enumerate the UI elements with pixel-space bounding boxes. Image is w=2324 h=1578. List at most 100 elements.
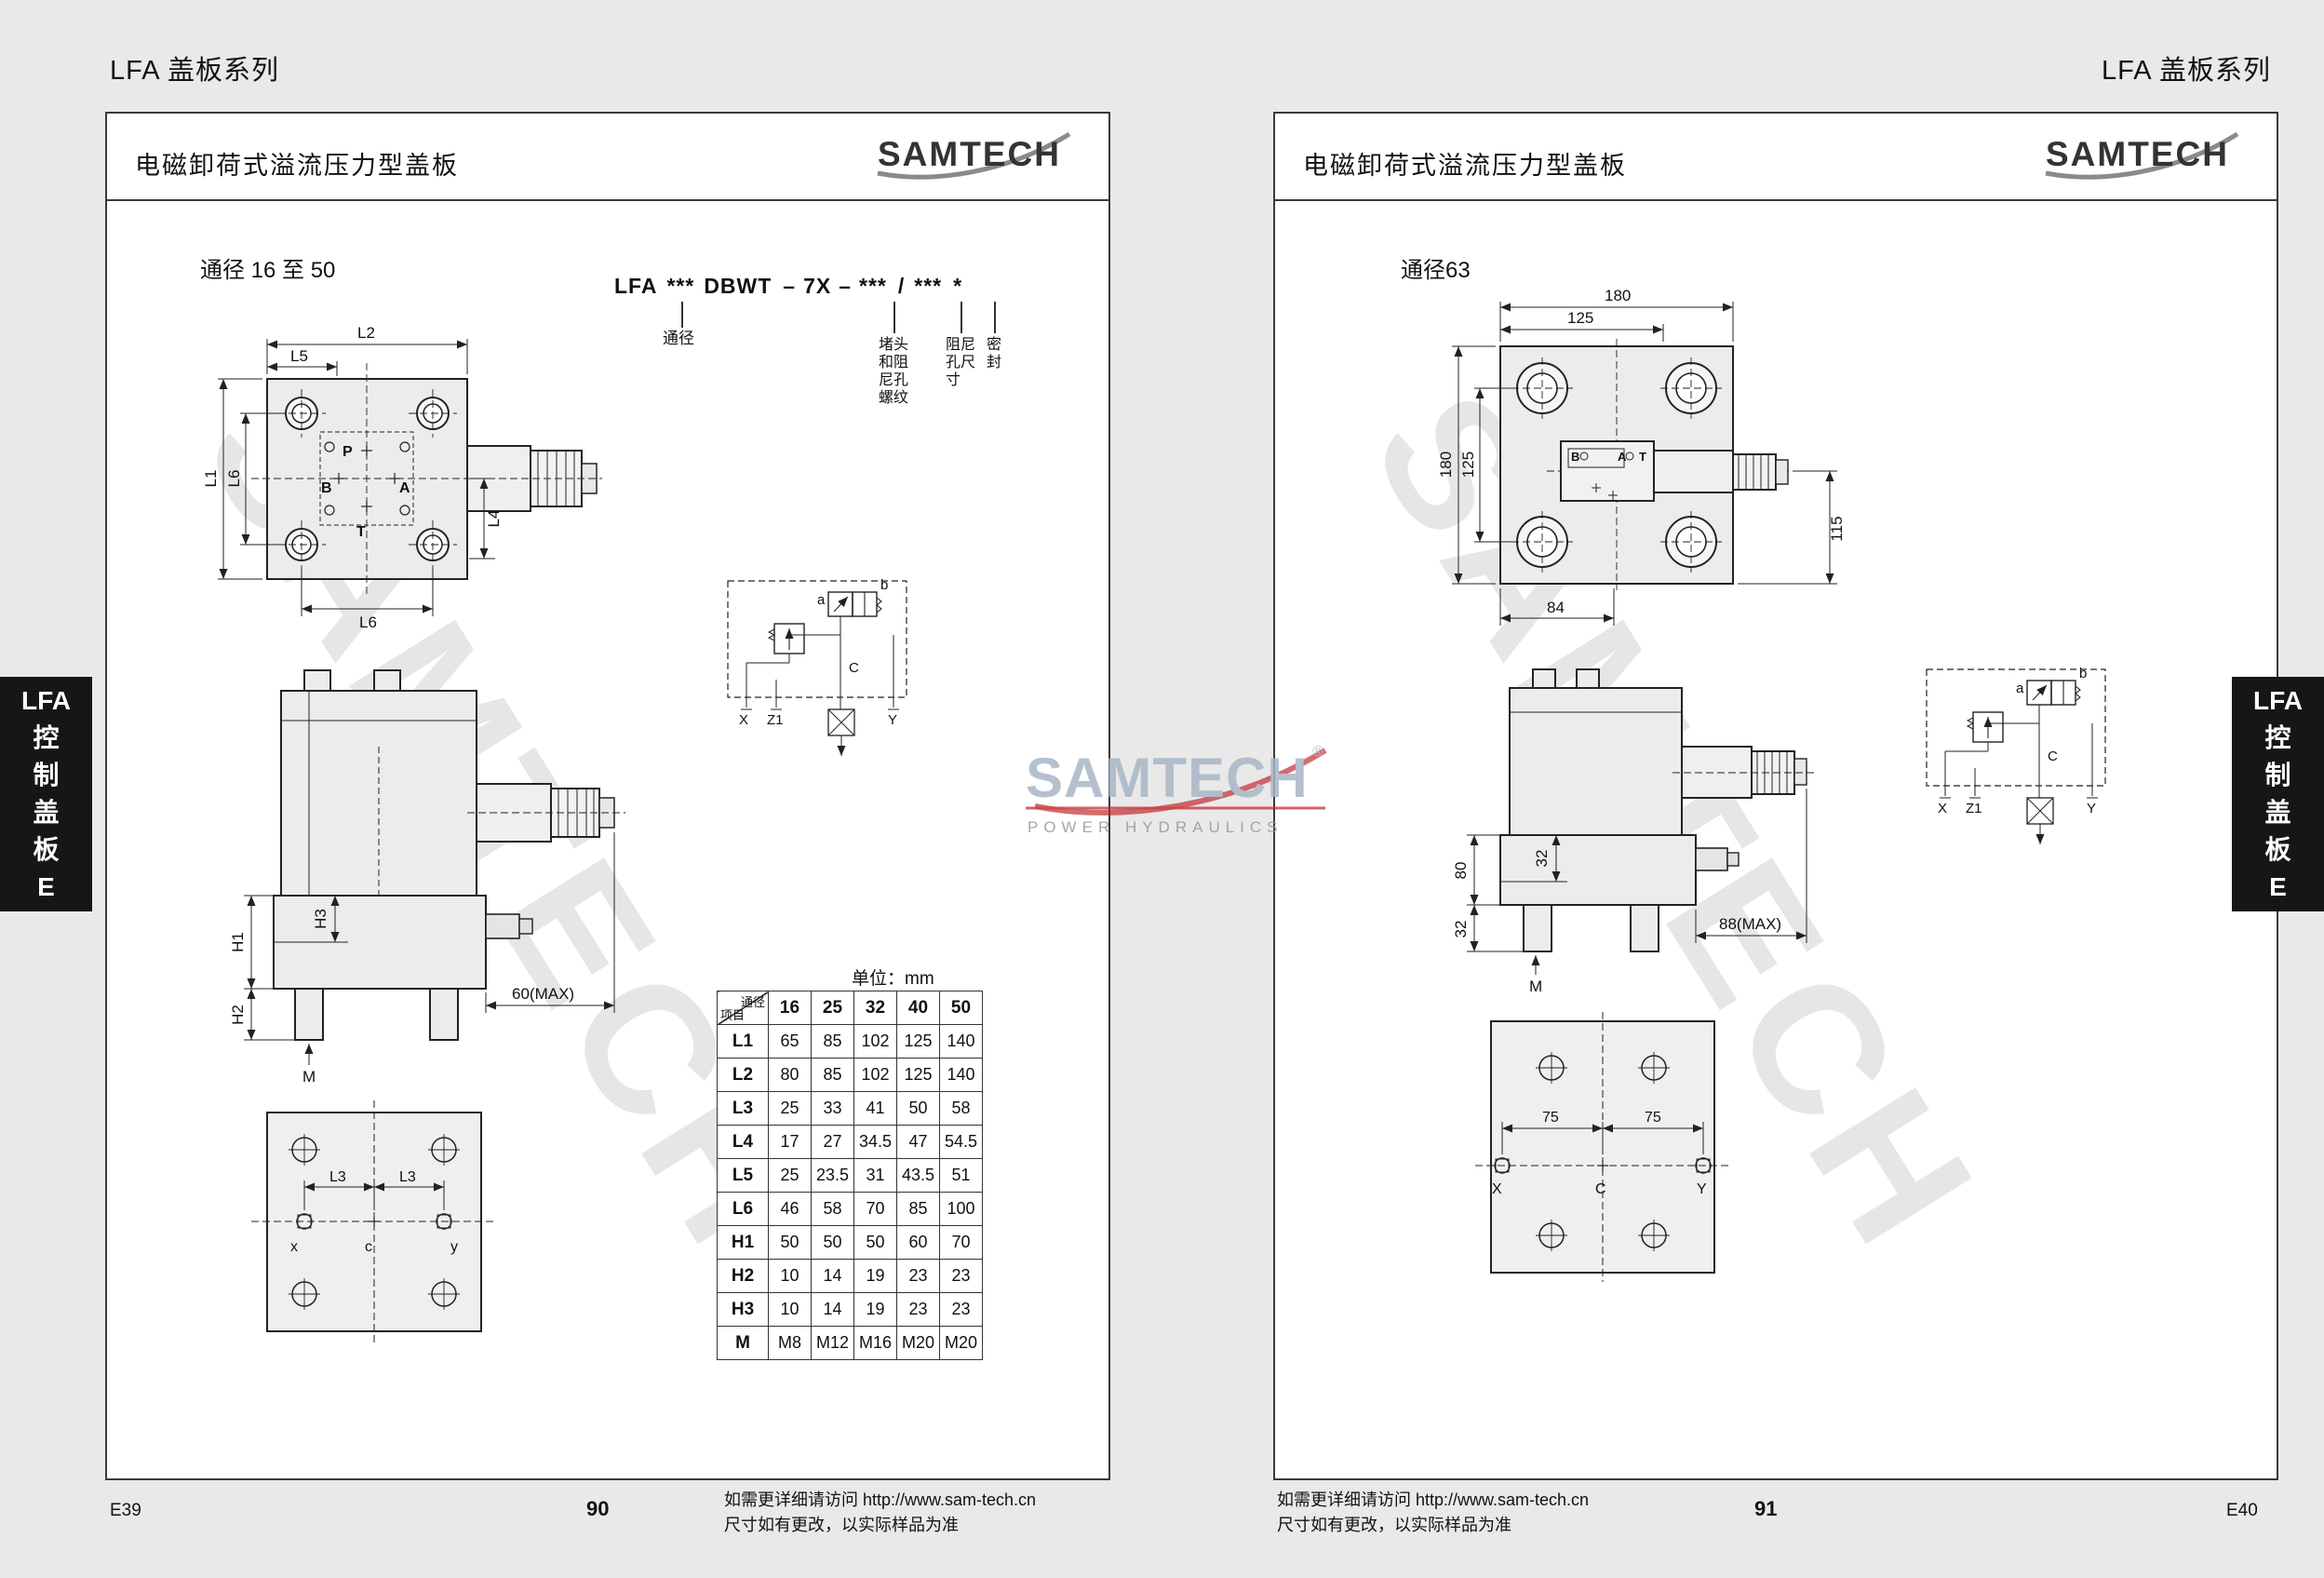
table-cell: 19	[853, 1292, 897, 1327]
bottom-view-drawing: 75 75 X C Y	[1475, 1012, 1730, 1282]
left-page-drawings: L2 L5 L1 L6 L4 L6 P B A T	[202, 324, 907, 1342]
dim-label: 88(MAX)	[1719, 915, 1781, 933]
tab-line: 板	[2264, 835, 2291, 864]
table-row: L4 17 27 34.5 47 54.5	[717, 1125, 983, 1159]
dim-label: 180	[1605, 287, 1631, 304]
top-view-drawing: L2 L5 L1 L6 L4 L6 P B A T	[202, 324, 602, 631]
label-line: 和阻	[879, 355, 909, 371]
dim-label: M	[302, 1068, 316, 1086]
table-cell: 23	[939, 1259, 983, 1293]
label-line: 尼孔	[879, 372, 909, 388]
table-cell: 65	[768, 1024, 812, 1059]
port-label: c	[365, 1239, 372, 1255]
dim-label: H3	[312, 909, 329, 929]
dim-label: L4	[485, 510, 503, 528]
dimension-table: 通径项目 16 25 32 40 50 L1 65 85 102 125 140…	[717, 991, 983, 1360]
leader-line	[960, 302, 962, 333]
page-number-left: 90	[586, 1497, 610, 1520]
bottom-view-drawing: L3 L3 x c y	[251, 1100, 497, 1342]
table-cell: 47	[896, 1125, 940, 1159]
col-header: 40	[896, 991, 940, 1025]
row-label: L1	[717, 1024, 769, 1059]
col-header: 50	[939, 991, 983, 1025]
tab-line: LFA	[2253, 686, 2303, 715]
table-cell: 50	[768, 1225, 812, 1260]
row-label: H3	[717, 1292, 769, 1327]
leader-line	[681, 302, 683, 328]
footer-notes-left: 如需更详细请访问 http://www.sam-tech.cn 尺寸如有更改，以…	[724, 1488, 1036, 1538]
port-label: X	[1492, 1181, 1502, 1197]
dim-label: L3	[399, 1169, 416, 1185]
code-label-seal: 密 封	[987, 336, 1001, 371]
table-cell: 140	[939, 1024, 983, 1059]
footer-note-line: 尺寸如有更改，以实际样品为准	[1277, 1516, 1511, 1534]
table-cell: 14	[811, 1259, 854, 1293]
samtech-logo-text: SAMTECH	[878, 135, 1061, 173]
table-cell: 102	[853, 1024, 897, 1059]
table-cell: 23	[896, 1259, 940, 1293]
row-label: L2	[717, 1058, 769, 1092]
port-label: T	[1639, 450, 1646, 464]
side-view-drawing: 32 80 32 M 88(MAX)	[1452, 668, 1817, 995]
table-cell: 50	[811, 1225, 854, 1260]
header-divider	[1275, 199, 2277, 201]
table-cell: 46	[768, 1192, 812, 1226]
schematic-label: a	[2016, 681, 2024, 696]
dim-label: L1	[202, 470, 220, 488]
tab-line: 控	[2264, 723, 2291, 752]
port-label: C	[1595, 1181, 1606, 1197]
col-header: 32	[853, 991, 897, 1025]
table-row: H1 50 50 50 60 70	[717, 1225, 983, 1260]
schematic-label: a	[817, 592, 826, 608]
code-part: /	[897, 274, 906, 298]
table-cell: M20	[939, 1326, 983, 1360]
row-label: M	[717, 1326, 769, 1360]
code-part: 7X	[803, 274, 832, 298]
table-cell: 14	[811, 1292, 854, 1327]
table-cell: 125	[896, 1058, 940, 1092]
table-cell: 25	[768, 1091, 812, 1126]
dim-label: H1	[229, 932, 247, 952]
tab-line: 控	[33, 723, 60, 752]
table-cell: 43.5	[896, 1158, 940, 1193]
dim-label: L3	[329, 1169, 346, 1185]
port-label: Y	[1697, 1181, 1707, 1197]
table-corner-cell: 通径项目	[717, 991, 769, 1025]
table-cell: 102	[853, 1058, 897, 1092]
code-part: –	[783, 274, 797, 298]
samtech-logo: SAMTECH	[2045, 131, 2239, 180]
page-title: 电磁卸荷式溢流压力型盖板	[135, 152, 459, 180]
dim-label: 115	[1828, 516, 1846, 541]
footer-note-line: 如需更详细请访问 http://www.sam-tech.cn	[1277, 1490, 1590, 1509]
label-line: 封	[987, 355, 1002, 371]
page-header-left: LFA 盖板系列	[110, 56, 280, 86]
table-cell: 23	[896, 1292, 940, 1327]
row-label: L4	[717, 1125, 769, 1159]
table-cell: 51	[939, 1158, 983, 1193]
dim-label: 32	[1533, 850, 1551, 868]
footer-note-line: 尺寸如有更改，以实际样品为准	[724, 1516, 959, 1534]
dim-label: L5	[290, 347, 308, 365]
code-part: ***	[666, 274, 695, 298]
dim-label: 125	[1459, 452, 1477, 478]
table-cell: 85	[811, 1024, 854, 1059]
dim-label: L6	[225, 470, 243, 488]
schematic-label: C	[2048, 749, 2058, 764]
leader-line	[994, 302, 996, 333]
dim-label: L2	[357, 324, 375, 342]
doc-code-left: E39	[110, 1501, 141, 1520]
table-cell: 23	[939, 1292, 983, 1327]
dim-label: 80	[1452, 862, 1470, 880]
header-divider	[107, 199, 1108, 201]
tab-line: 制	[33, 761, 60, 789]
right-page: SAMTECH	[1273, 112, 2278, 1480]
page-number-right: 91	[1754, 1497, 1778, 1520]
label-line: 螺纹	[879, 390, 909, 406]
code-part: *	[953, 274, 963, 298]
schematic-label: X	[739, 712, 748, 728]
dim-label: 32	[1452, 921, 1470, 938]
table-row: L6 46 58 70 85 100	[717, 1192, 983, 1226]
row-label: H1	[717, 1225, 769, 1260]
sidebar-tab-right: LFA 控 制 盖 板 E	[2232, 677, 2324, 911]
left-page: SAMTECH	[105, 112, 1110, 1480]
